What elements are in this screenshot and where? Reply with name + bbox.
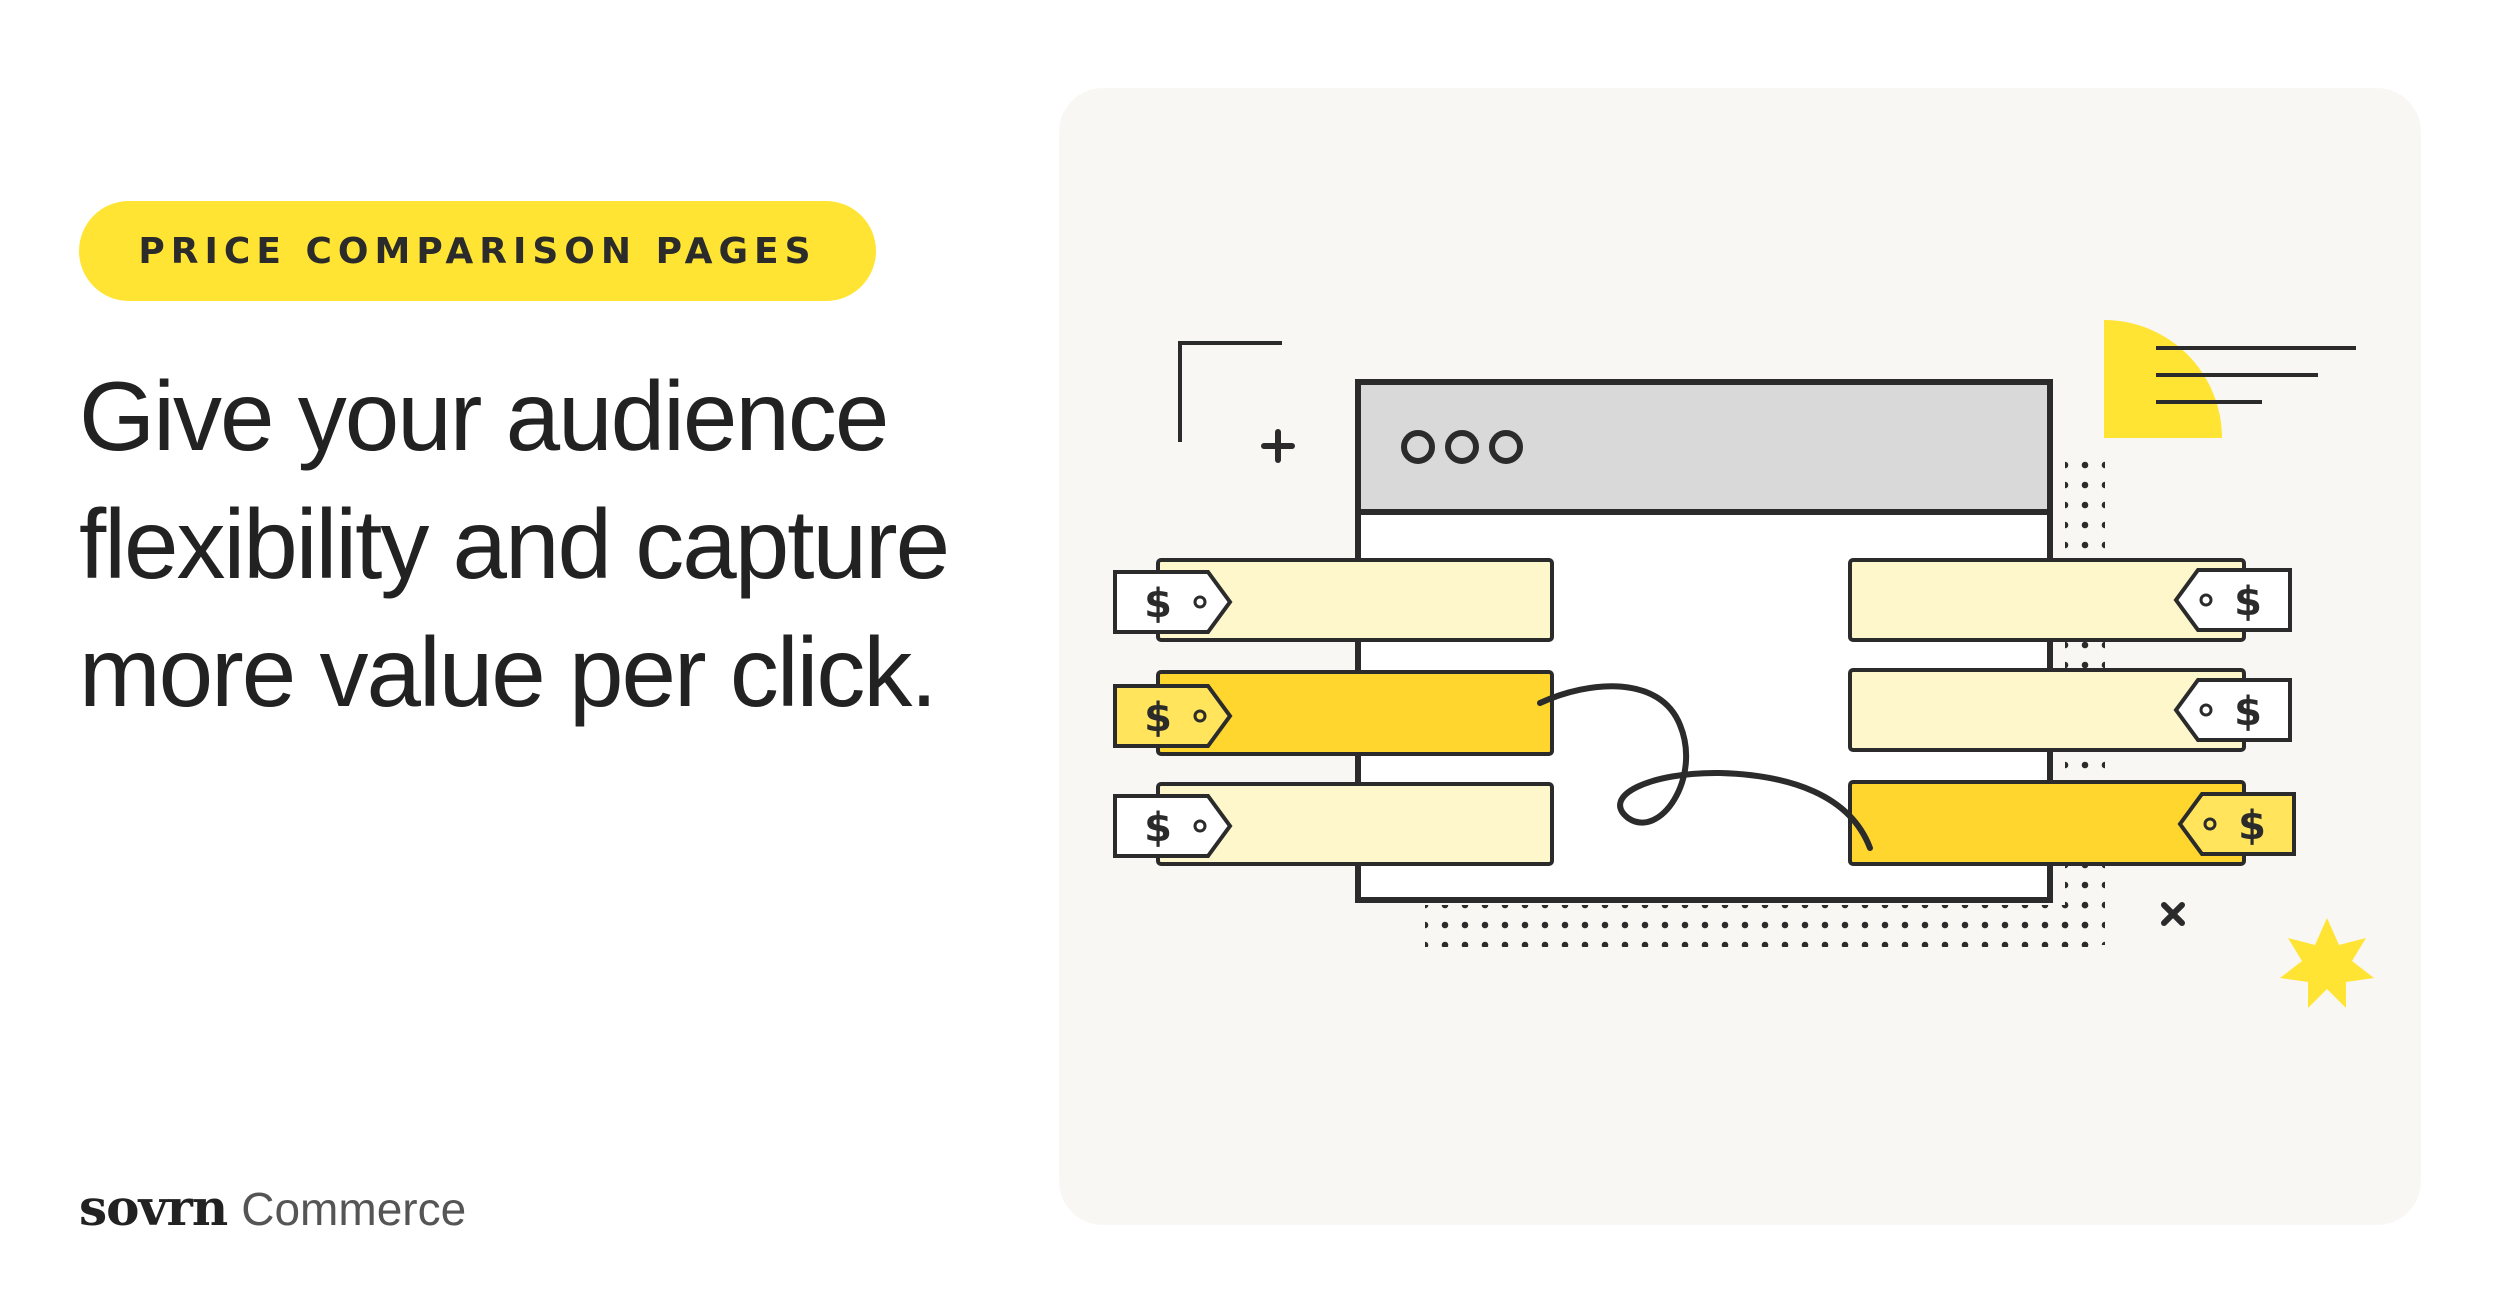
price-tag-symbol: $ — [2234, 689, 2262, 735]
category-badge: PRICE COMPARISON PAGES — [79, 201, 876, 301]
headline-line-1: Give your audience — [79, 361, 889, 471]
sparkle-icon — [2280, 918, 2374, 1008]
price-tag-symbol: $ — [2234, 579, 2262, 625]
category-badge-label: PRICE COMPARISON PAGES — [138, 230, 817, 272]
headline: Give your audience flexibility and captu… — [79, 352, 1079, 736]
dot-grid-icon — [1425, 460, 2105, 947]
brand-logo: sovrn Commerce — [79, 1178, 466, 1237]
price-tag-icon: $ — [1113, 570, 1233, 634]
headline-line-2: flexibility and capture — [79, 489, 950, 599]
price-tag-icon: $ — [1113, 684, 1233, 748]
half-circle-icon — [2104, 320, 2356, 438]
corner-bracket-icon — [1178, 341, 1282, 442]
price-tag-symbol: $ — [2238, 803, 2266, 849]
price-tag-icon: $ — [2173, 568, 2292, 632]
headline-line-3: more value per click. — [79, 617, 938, 727]
price-tag-icon: $ — [2177, 792, 2296, 856]
close-x-icon — [2161, 902, 2185, 926]
brand-logo-mark: sovrn — [79, 1178, 228, 1237]
brand-logo-product: Commerce — [241, 1183, 467, 1235]
price-tag-icon: $ — [2173, 678, 2292, 742]
price-tag-symbol: $ — [1144, 581, 1172, 627]
curly-arrow-icon — [1537, 683, 1873, 851]
price-tag-icon: $ — [1113, 794, 1233, 858]
right-price-bars — [1848, 558, 2246, 866]
price-tag-symbol: $ — [1144, 695, 1172, 741]
plus-icon — [1261, 429, 1295, 463]
price-tag-symbol: $ — [1144, 805, 1172, 851]
